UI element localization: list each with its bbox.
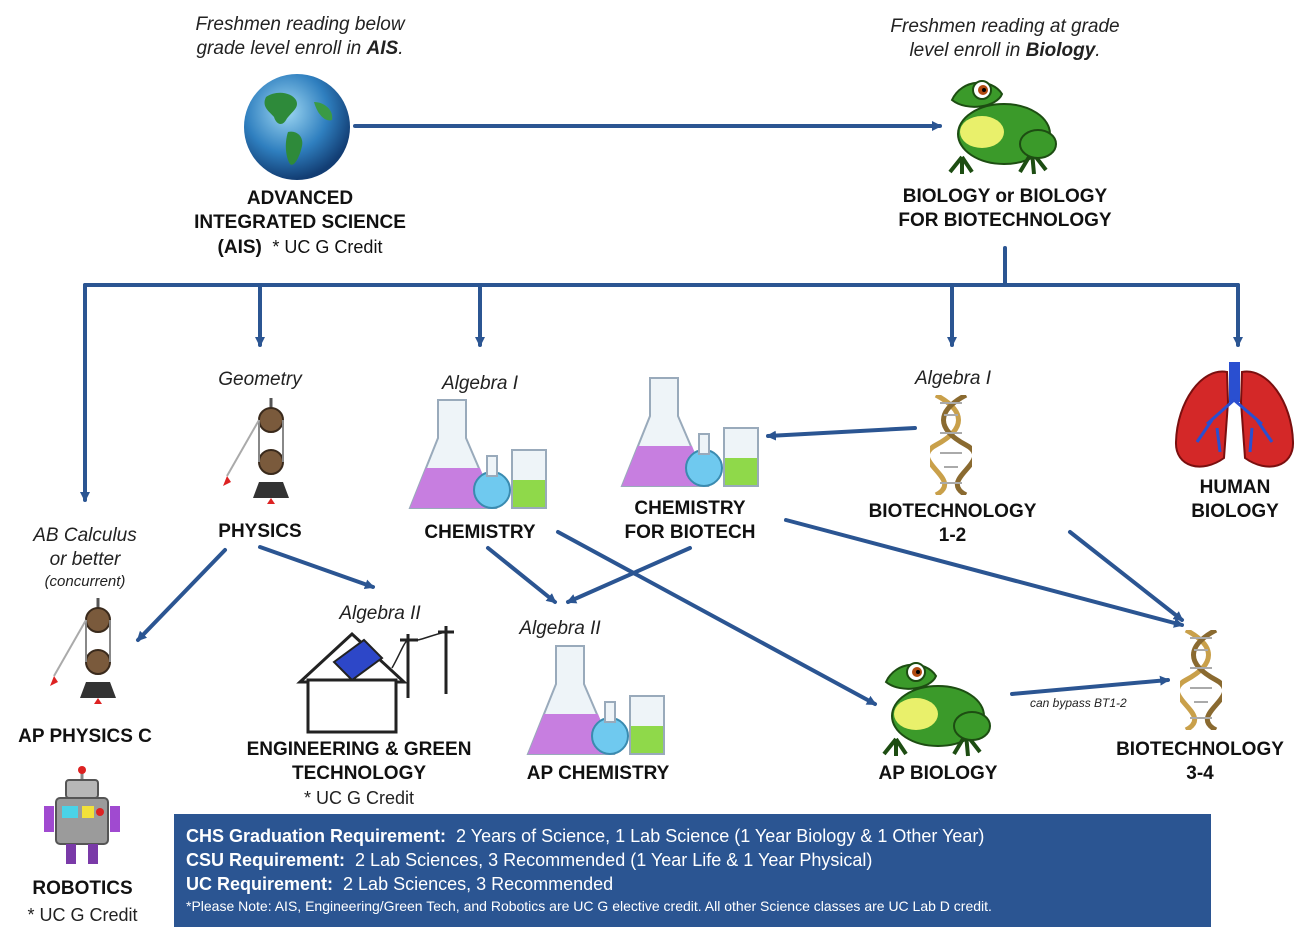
pulley-icon	[223, 398, 289, 504]
biology-intro: Freshmen reading at grade level enroll i…	[890, 16, 1120, 61]
dna-icon	[930, 395, 972, 495]
house-solar-icon	[296, 626, 454, 734]
course-engineering-green-tech: ENGINEERING & GREEN TECHNOLOGY	[246, 739, 472, 784]
arrow-physics-to-engineering	[258, 545, 375, 590]
flask-icon	[526, 645, 665, 755]
frog-icon	[882, 662, 991, 757]
course-biotechnology-1-2: BIOTECHNOLOGY 1-2	[868, 501, 1037, 546]
flask-icon	[408, 399, 547, 509]
flask-icon	[620, 377, 759, 487]
arrow-chem-to-apbio	[556, 530, 877, 706]
pulley-icon	[50, 598, 116, 704]
arrow-chem-to-apchem	[486, 546, 557, 604]
arrow-apbio-to-biotech34	[1010, 675, 1170, 696]
dna-icon	[1180, 630, 1222, 730]
prereq-algebra1-biotech: Algebra I	[914, 368, 992, 389]
course-biotechnology-3-4: BIOTECHNOLOGY 3-4	[1116, 739, 1284, 784]
robot-icon	[44, 766, 120, 864]
arrow-chembiotech-to-apchem	[566, 546, 692, 604]
credit-note: *Please Note: AIS, Engineering/Green Tec…	[186, 898, 992, 914]
csu-requirement: CSU Requirement: 2 Lab Sciences, 3 Recom…	[186, 850, 873, 870]
frog-icon	[948, 80, 1057, 175]
arrow-biotech12-to-biotech34	[1068, 530, 1184, 622]
prereq-geometry: Geometry	[218, 369, 302, 390]
requirements-box: CHS Graduation Requirement: 2 Years of S…	[174, 814, 1211, 927]
course-human-biology: HUMAN BIOLOGY	[1191, 477, 1279, 522]
course-biology: BIOLOGY or BIOLOGY FOR BIOTECHNOLOGY	[898, 186, 1112, 231]
course-chemistry: CHEMISTRY	[424, 522, 536, 543]
ais-intro: Freshmen reading below grade level enrol…	[195, 14, 405, 59]
globe-icon	[244, 74, 350, 180]
course-ap-physics-c: AP PHYSICS C	[18, 726, 152, 747]
prereq-algebra2-engineering: Algebra II	[339, 603, 421, 624]
course-physics: PHYSICS	[218, 521, 302, 542]
graduation-requirement: CHS Graduation Requirement: 2 Years of S…	[186, 826, 985, 846]
prereq-ab-calculus: AB Calculus or better (concurrent)	[33, 525, 137, 590]
uc-requirement: UC Requirement: 2 Lab Sciences, 3 Recomm…	[186, 874, 614, 894]
arrow-physics-to-ap-physics	[136, 548, 227, 642]
course-ais: ADVANCED INTEGRATED SCIENCE (AIS) * UC G…	[194, 188, 406, 258]
course-ap-biology: AP BIOLOGY	[878, 763, 998, 784]
prereq-algebra2-apchem: Algebra II	[519, 618, 601, 639]
robotics-credit: * UC G Credit	[27, 905, 138, 925]
prereq-algebra1-chem: Algebra I	[441, 373, 519, 394]
engineering-credit: * UC G Credit	[303, 788, 415, 808]
lungs-icon	[1174, 362, 1295, 468]
arrow-biotech-to-chem-biotech	[766, 426, 917, 441]
course-chemistry-for-biotech: CHEMISTRY FOR BIOTECH	[624, 498, 756, 543]
course-robotics: ROBOTICS	[32, 878, 133, 899]
arrow-chembiotech-to-biotech34	[784, 518, 1184, 628]
bypass-note: can bypass BT1-2	[1030, 696, 1127, 710]
course-ap-chemistry: AP CHEMISTRY	[526, 763, 670, 784]
